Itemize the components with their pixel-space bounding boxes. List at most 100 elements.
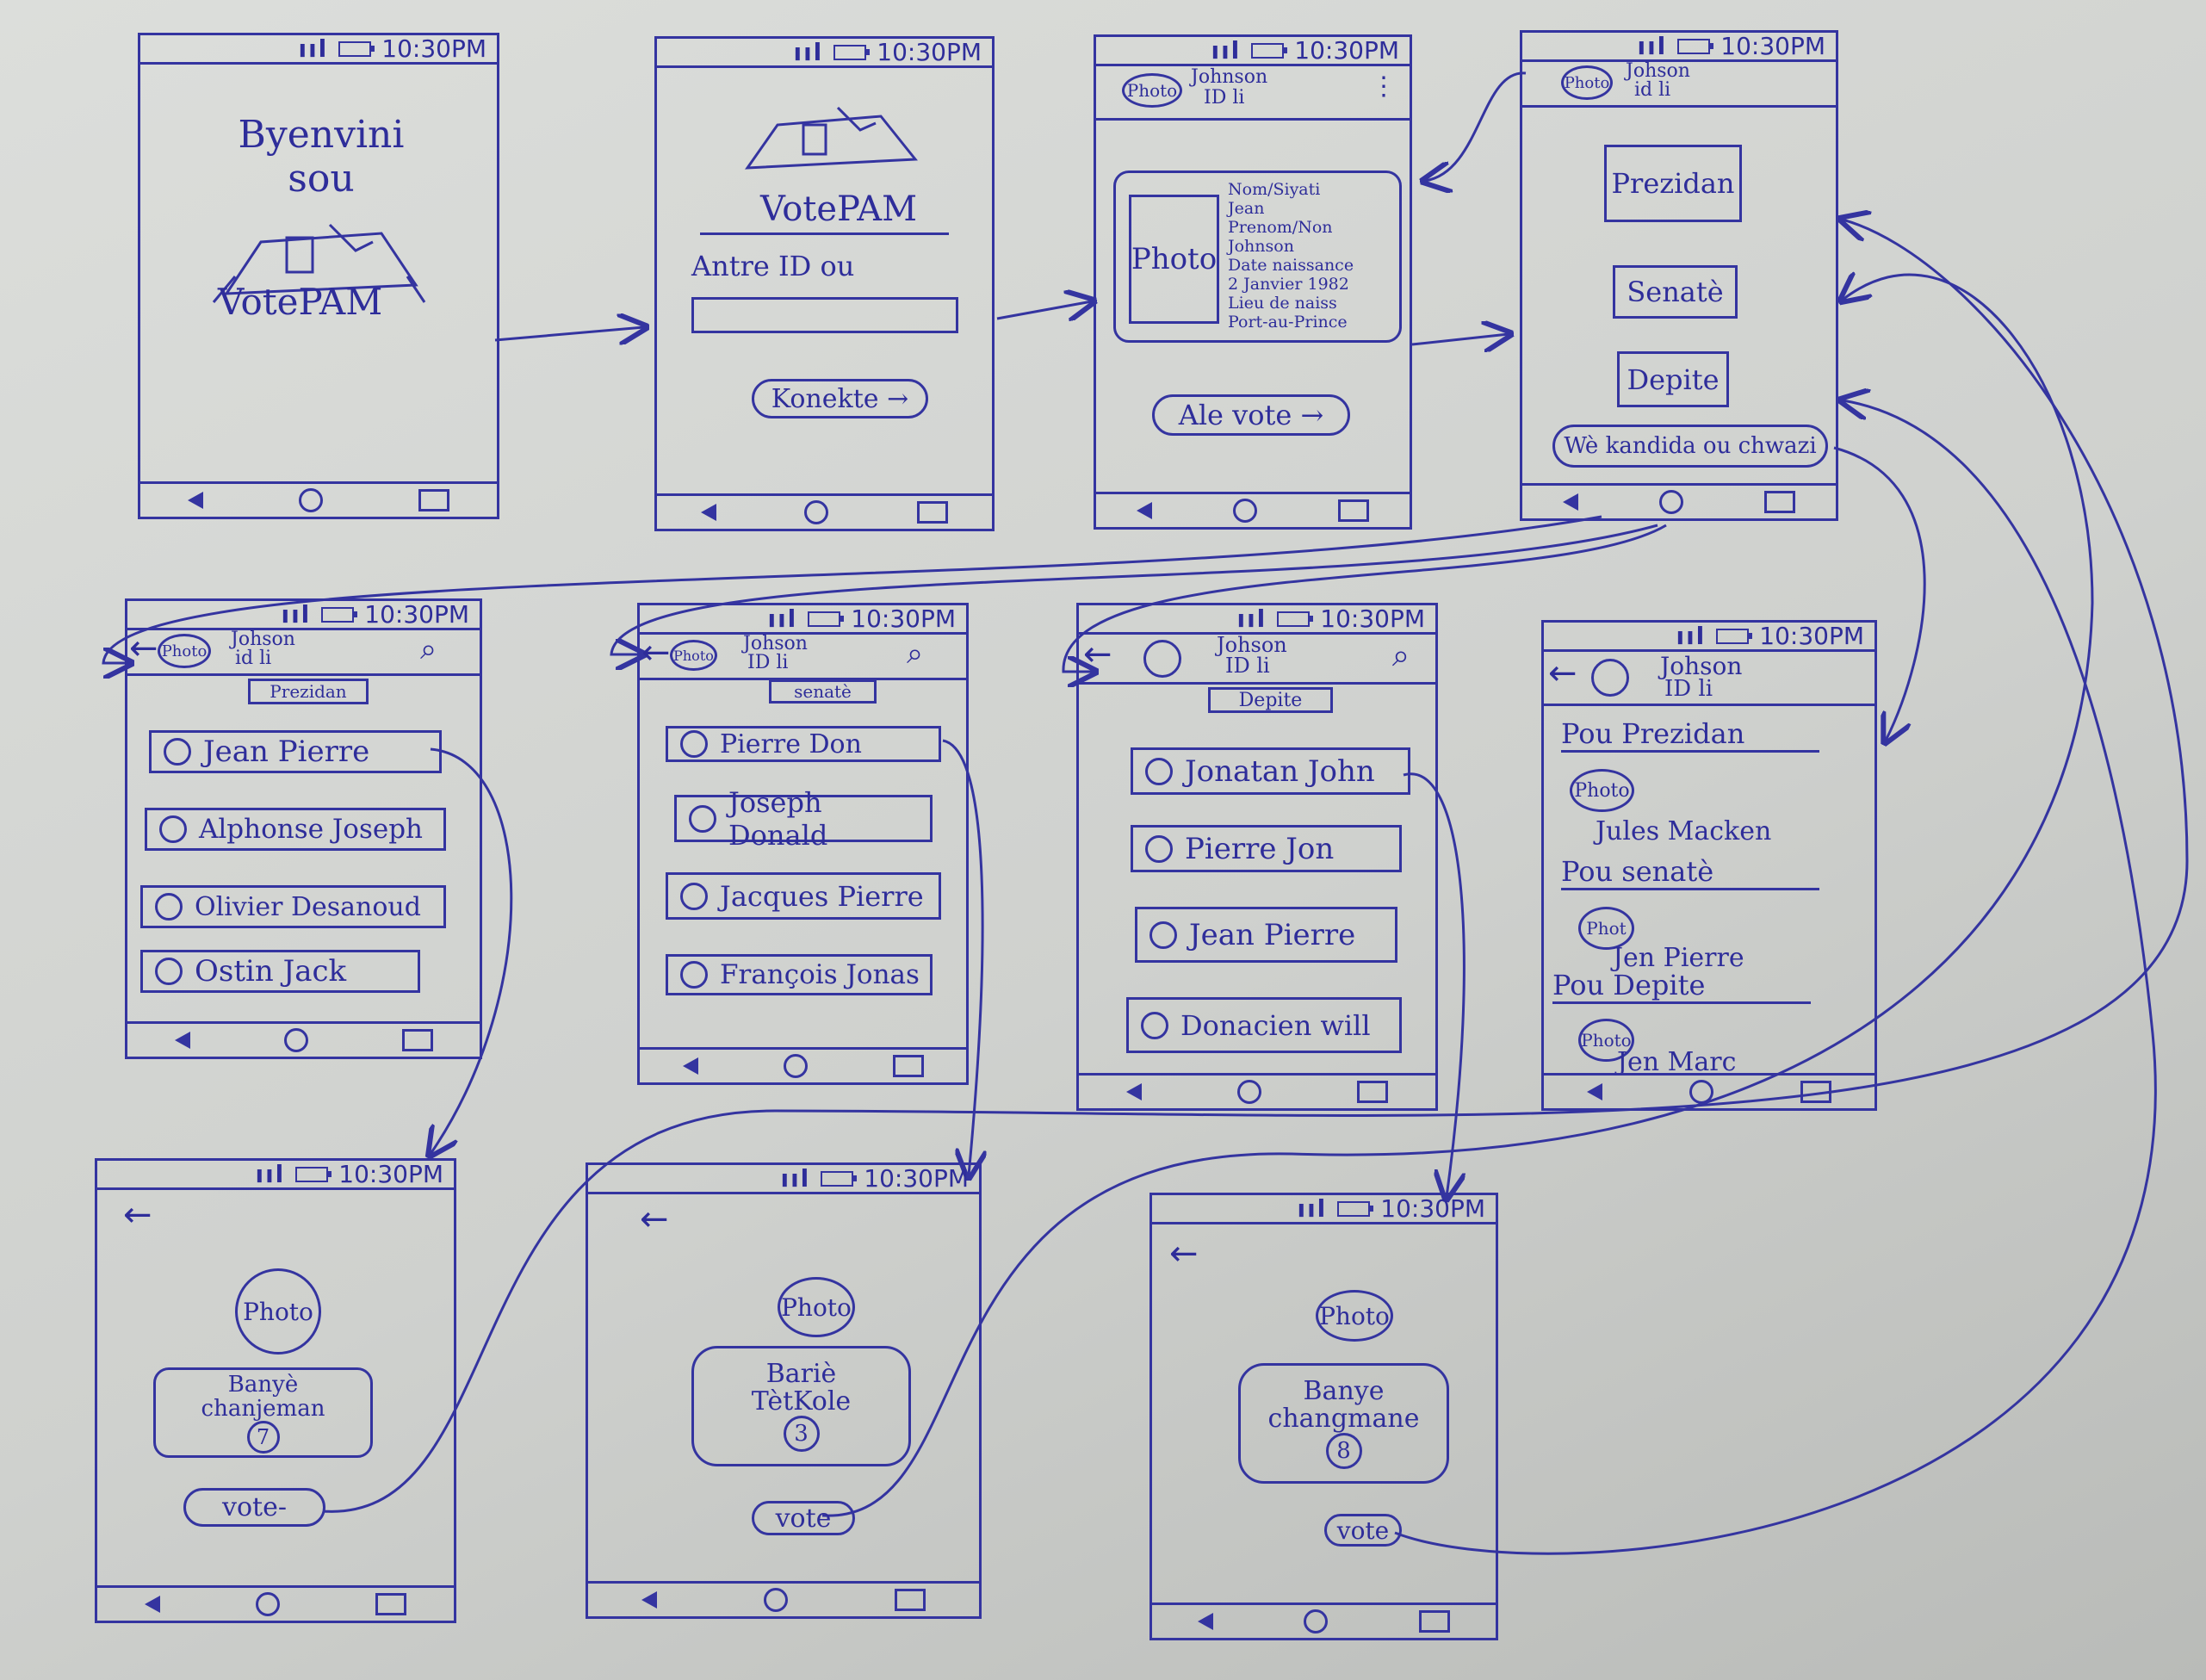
battery-icon [338,40,375,57]
profile-photo-button[interactable]: Photo [670,640,717,671]
party-name: Bariè [765,1359,837,1389]
candidate-option[interactable]: Alphonse Joseph [145,808,446,851]
home-icon[interactable] [764,1588,788,1612]
candidate-option[interactable]: Jean Pierre [1135,907,1397,963]
id-input[interactable] [691,297,958,333]
candidate-option[interactable]: Ostin Jack [140,950,420,993]
home-icon[interactable] [1659,490,1683,514]
radio-icon[interactable] [1145,757,1173,785]
candidate-option[interactable]: Joseph Donald [674,786,933,852]
president-button[interactable]: Prezidan [1604,145,1742,222]
nav-bar [97,1585,454,1621]
search-icon[interactable]: ⌕ [906,636,923,671]
candidate-option[interactable]: Donacien will [1126,997,1402,1053]
vote-button[interactable]: vote [1324,1514,1402,1547]
back-icon[interactable] [641,1591,657,1609]
view-chosen-candidates-button[interactable]: Wè kandida ou chwazi [1552,425,1828,468]
home-icon[interactable] [1233,499,1257,523]
radio-icon[interactable] [1145,834,1173,863]
recent-apps-icon[interactable] [418,489,449,511]
back-icon[interactable] [1563,493,1578,511]
candidate-name: Jacques Pierre [720,879,924,913]
go-vote-button[interactable]: Ale vote → [1152,394,1350,436]
home-icon[interactable] [1689,1080,1713,1104]
candidate-option[interactable]: François Jonas [666,954,933,995]
radio-icon[interactable] [680,882,708,910]
arrow-s2-s3 [996,301,1092,319]
list-header: ← Photo Johson ID li ⌕ [640,633,966,680]
search-icon[interactable]: ⌕ [419,632,437,666]
vote-button[interactable]: vote [752,1501,855,1535]
back-arrow-icon[interactable]: ← [123,1195,152,1235]
back-icon[interactable] [174,1032,190,1049]
radio-icon[interactable] [1141,1011,1168,1039]
recent-apps-icon[interactable] [895,1589,926,1611]
recent-apps-icon[interactable] [916,501,948,524]
candidate-option[interactable]: Pierre Jon [1131,825,1402,872]
profile-photo-button[interactable]: Photo [1122,73,1182,108]
back-arrow-icon[interactable]: ← [1548,654,1577,693]
home-icon[interactable] [255,1592,280,1616]
back-icon[interactable] [188,492,204,509]
back-icon[interactable] [1126,1083,1143,1100]
back-icon[interactable] [682,1057,698,1075]
back-arrow-icon[interactable]: ← [641,633,671,673]
candidate-option[interactable]: Jonatan John [1131,747,1410,795]
candidate-name: Pierre Jon [1185,831,1335,866]
category-tag: Prezidan [248,679,369,704]
radio-icon[interactable] [155,893,183,921]
profile-photo-button[interactable]: Photo [158,634,211,668]
profile-avatar[interactable] [1143,640,1181,678]
id-prompt-label: Antre ID ou [691,250,855,282]
back-icon[interactable] [701,504,717,521]
recent-apps-icon[interactable] [892,1055,924,1077]
back-icon[interactable] [1587,1083,1603,1100]
recent-apps-icon[interactable] [1338,499,1369,522]
radio-icon[interactable] [159,815,187,843]
connect-button[interactable]: Konekte → [752,379,928,418]
back-arrow-icon[interactable]: ← [129,629,158,668]
more-menu-icon[interactable]: ⋮ [1371,71,1397,102]
back-icon[interactable] [145,1596,161,1613]
recent-apps-icon[interactable] [401,1029,433,1051]
home-icon[interactable] [783,1054,808,1078]
home-icon[interactable] [1304,1609,1329,1634]
deputy-button[interactable]: Depite [1617,351,1729,407]
radio-icon[interactable] [680,730,708,758]
radio-icon[interactable] [164,738,191,766]
profile-photo-button[interactable]: Photo [1561,65,1613,100]
party-number: 3 [783,1416,820,1452]
info-line: Nom/Siyati [1228,180,1321,199]
vote-button[interactable]: vote- [183,1488,325,1527]
back-icon[interactable] [1197,1613,1213,1630]
home-icon[interactable] [298,488,323,512]
back-arrow-icon[interactable]: ← [1169,1234,1199,1274]
senator-button[interactable]: Senatè [1613,265,1738,319]
home-icon[interactable] [283,1028,308,1052]
recent-apps-icon[interactable] [1419,1610,1451,1633]
back-arrow-icon[interactable]: ← [640,1200,669,1239]
radio-icon[interactable] [680,961,708,989]
radio-icon[interactable] [155,958,183,985]
candidate-option[interactable]: Jean Pierre [149,730,442,773]
back-icon[interactable] [1137,502,1152,519]
profile-avatar[interactable] [1591,659,1629,697]
recent-apps-icon[interactable] [1764,491,1795,513]
recent-apps-icon[interactable] [1356,1081,1388,1103]
home-icon[interactable] [804,500,829,524]
candidate-option[interactable]: Jacques Pierre [666,872,941,920]
info-line: Johnson [1228,237,1294,256]
status-time: 10:30PM [1294,36,1399,65]
back-arrow-icon[interactable]: ← [1083,635,1112,674]
home-icon[interactable] [1236,1080,1261,1104]
radio-icon[interactable] [1149,921,1177,949]
candidate-name: Jean Pierre [203,735,370,769]
candidate-option[interactable]: Olivier Desanoud [140,885,446,928]
recent-apps-icon[interactable] [1800,1081,1831,1103]
search-icon[interactable]: ⌕ [1391,638,1410,673]
radio-icon[interactable] [689,804,716,833]
recent-apps-icon[interactable] [375,1593,406,1615]
candidate-option[interactable]: Pierre Don [666,726,941,762]
